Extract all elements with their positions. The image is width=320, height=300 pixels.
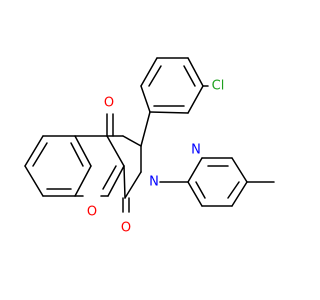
pyrrole-nitrogen-label: N — [149, 175, 159, 190]
molecule-structure: O O O N N Cl — [0, 0, 300, 300]
methylpyridine-group — [159, 157, 275, 207]
ketone-oxygen-label: O — [104, 96, 114, 111]
benzene-ring — [24, 135, 92, 197]
pyranone-ring — [74, 113, 125, 197]
pyridine-nitrogen-label: N — [191, 143, 201, 158]
chlorine-label: Cl — [212, 79, 225, 94]
background — [0, 0, 300, 300]
ring-oxygen-label: O — [87, 205, 97, 220]
lactam-oxygen-label: O — [121, 221, 131, 236]
pyrrolone-ring — [106, 135, 142, 213]
chlorophenyl-group — [140, 57, 209, 147]
